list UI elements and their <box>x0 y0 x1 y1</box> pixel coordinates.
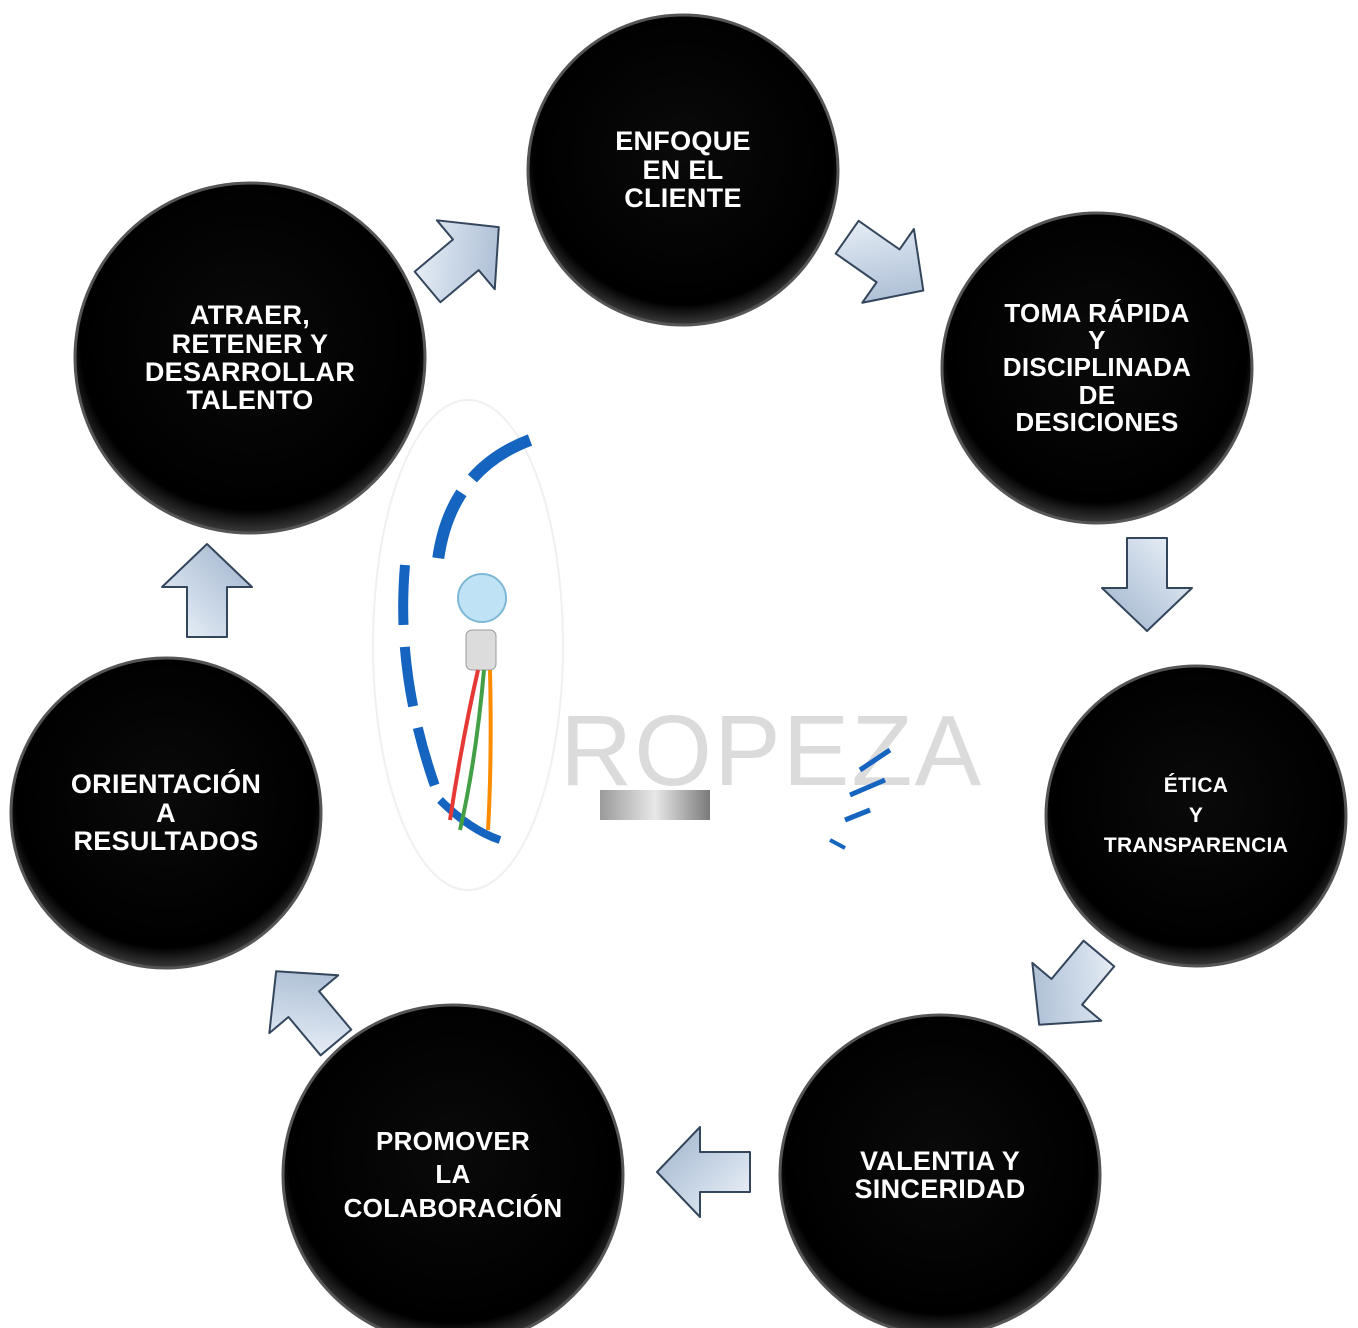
node-line: DE <box>1078 379 1116 410</box>
node-line: DESARROLLAR <box>144 357 356 387</box>
cycle-arrow-6 <box>268 970 353 1057</box>
node-line: A <box>156 797 176 828</box>
logo: ROPEZA <box>372 399 983 891</box>
node-line: ÉTICA <box>1163 773 1229 797</box>
node-circle-promover <box>281 1003 625 1328</box>
node-line: VALENTIA Y <box>859 1145 1021 1176</box>
node-line: DISCIPLINADA <box>1002 352 1192 383</box>
node-line: TRANSPARENCIA <box>1103 834 1289 858</box>
cycle-arrow-3 <box>1101 537 1193 632</box>
node-line: LA <box>435 1159 471 1190</box>
node-line: TOMA RÁPIDA <box>1004 297 1190 328</box>
node-line: ATRAER, <box>189 300 311 331</box>
circles-group <box>9 13 1348 1328</box>
arrows-group <box>161 219 1193 1218</box>
node-label-etica: ÉTICA Y TRANSPARENCIA <box>1061 704 1331 929</box>
node-line: Y <box>1088 325 1106 356</box>
node-line: RETENER Y <box>171 328 329 359</box>
node-circle-toma <box>940 211 1254 525</box>
node-circle-etica <box>1044 664 1348 968</box>
node-circle-orientacion <box>9 656 323 970</box>
node-line: Y <box>1188 803 1204 827</box>
cycle-arrow-2 <box>834 219 925 304</box>
cycle-arrow-7 <box>161 543 253 638</box>
node-line: CLIENTE <box>624 183 742 214</box>
node-line: SINCERIDAD <box>854 1174 1026 1204</box>
node-line: TALENTO <box>186 385 314 416</box>
cycle-arrow-4 <box>1031 939 1116 1026</box>
node-circle-valentia <box>778 1013 1102 1328</box>
logo-wordmark: ROPEZA <box>560 695 983 807</box>
node-line: ENFOQUE <box>615 126 751 157</box>
node-line: DESICIONES <box>1015 406 1179 437</box>
node-line: RESULTADOS <box>73 826 259 857</box>
node-line: COLABORACIÓN <box>343 1192 563 1223</box>
cycle-arrow-1 <box>413 219 500 304</box>
node-line: PROMOVER <box>375 1126 531 1157</box>
node-circle-enfoque <box>526 13 840 327</box>
node-line: ORIENTACIÓN <box>70 769 262 800</box>
node-line: EN EL <box>642 154 724 185</box>
node-circle-atraer <box>73 181 427 535</box>
cycle-arrow-5 <box>656 1126 751 1218</box>
